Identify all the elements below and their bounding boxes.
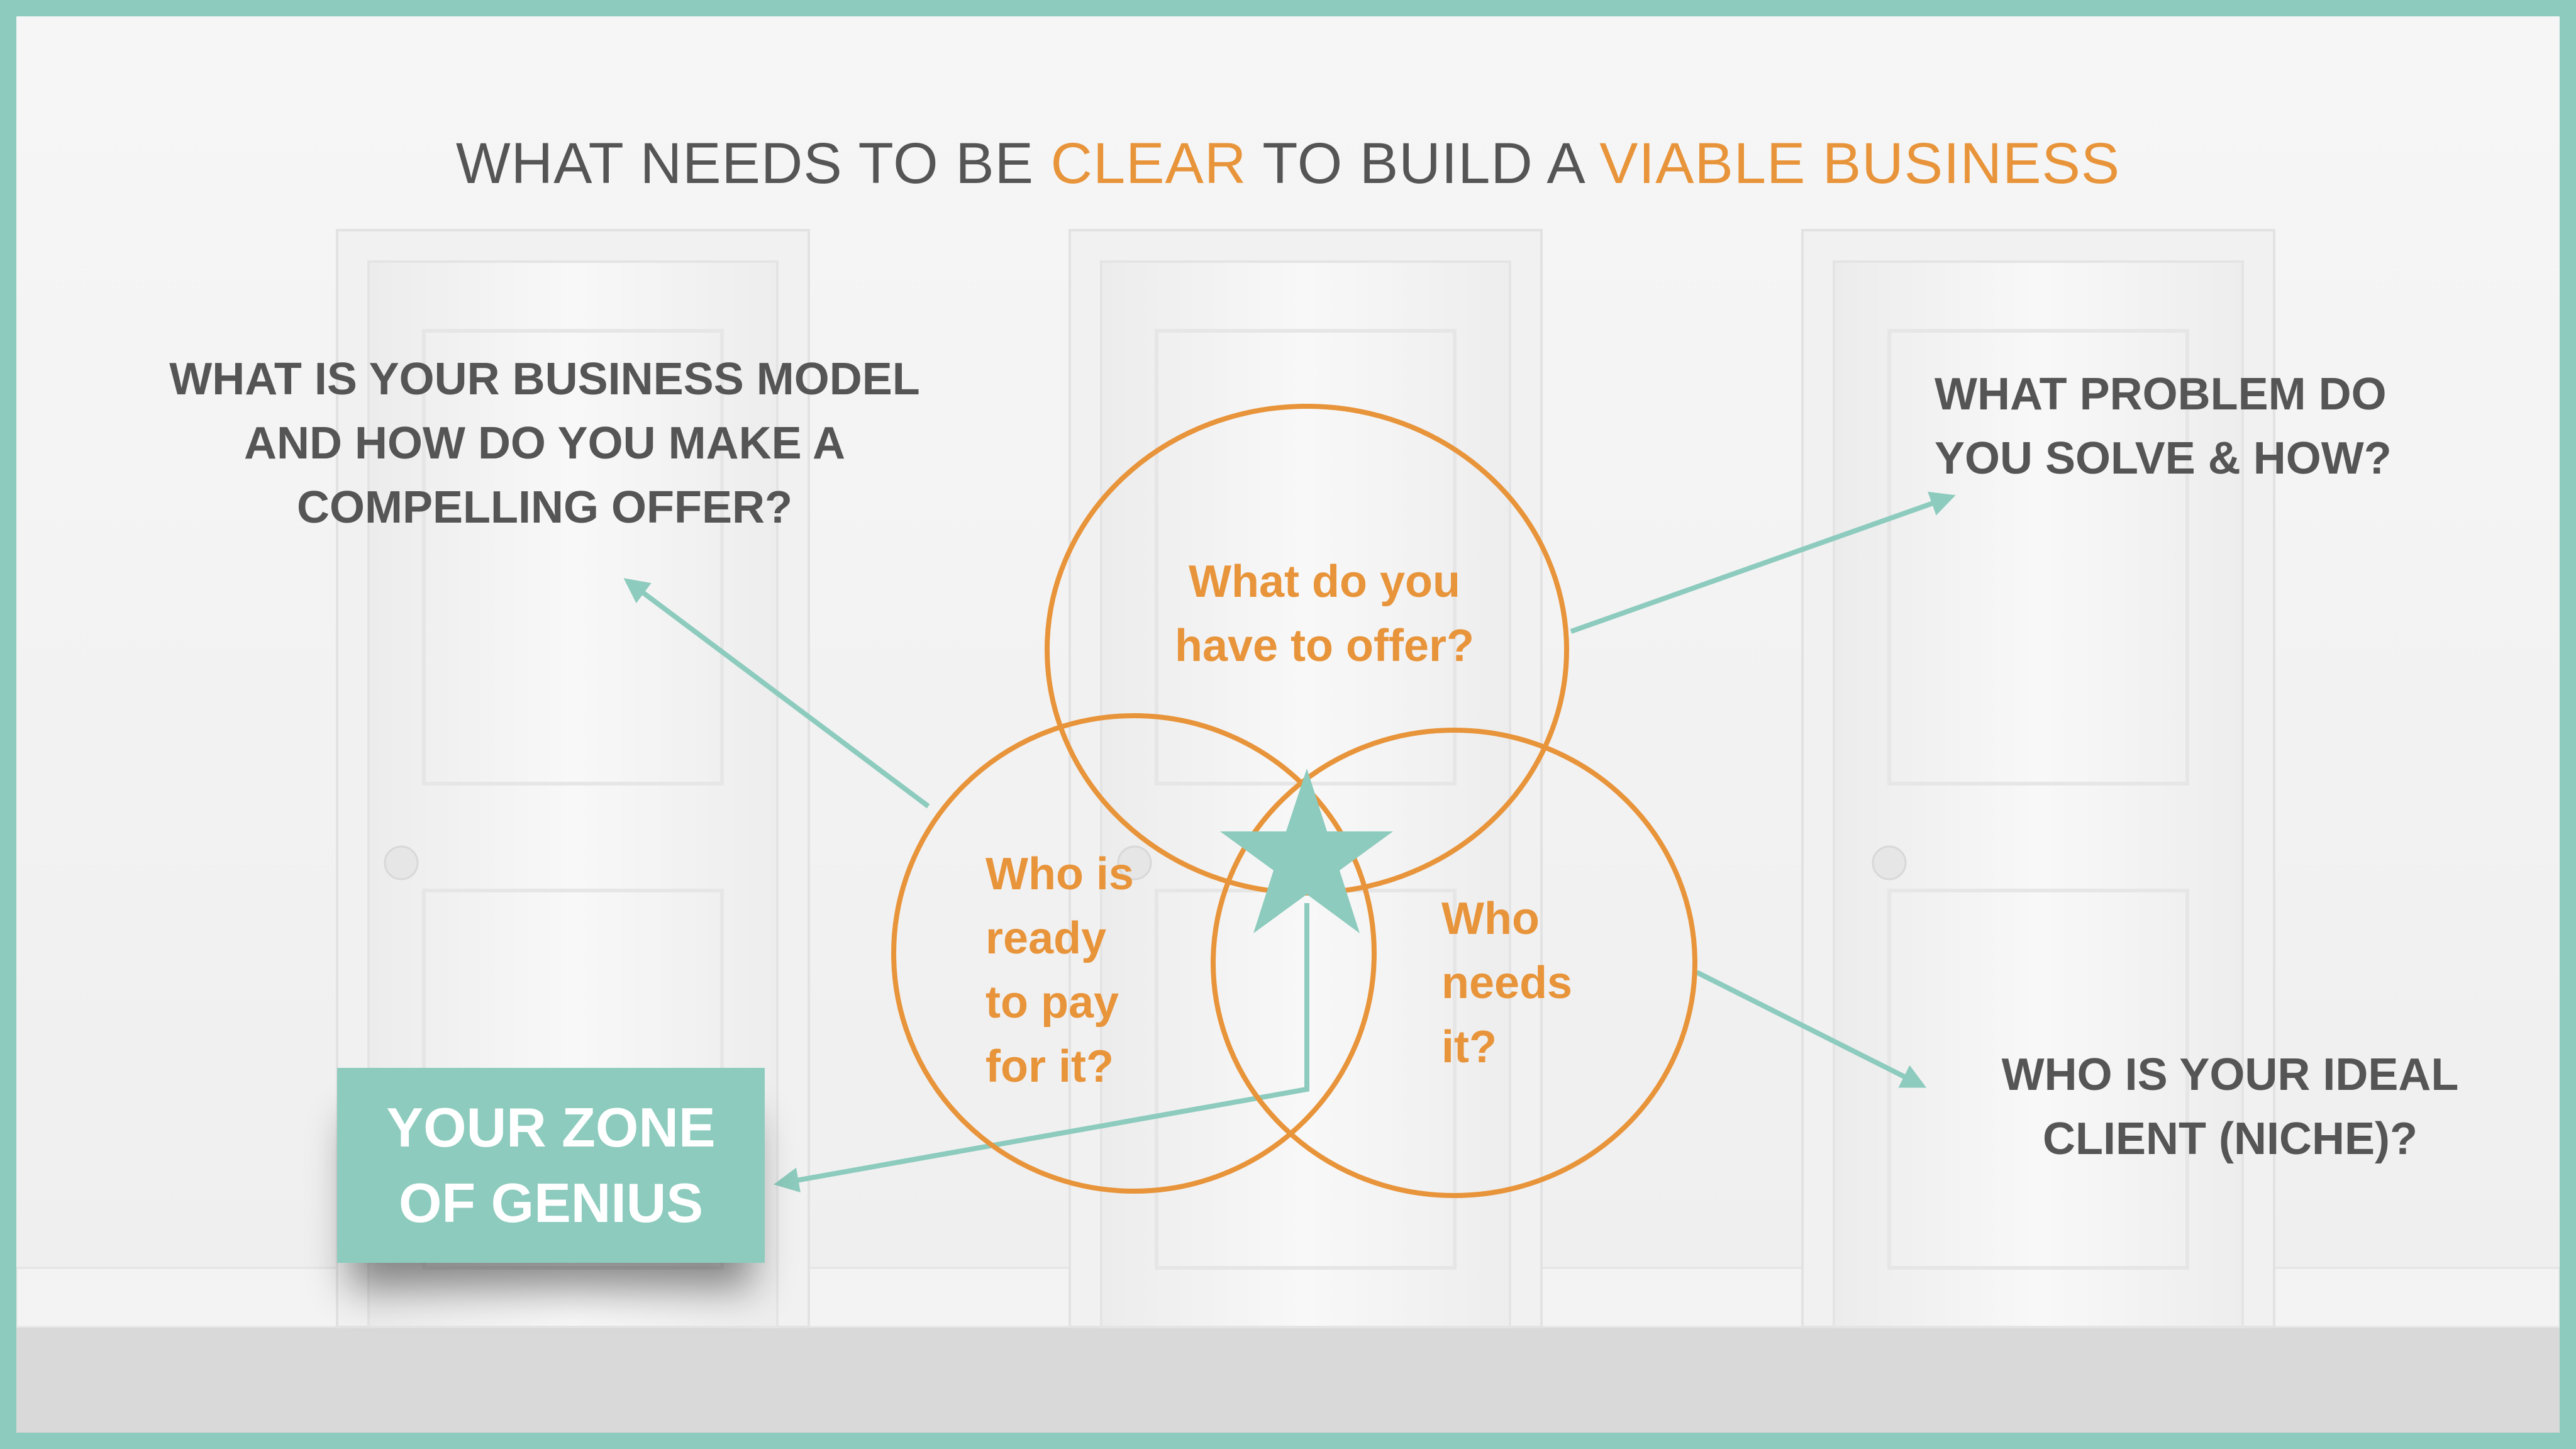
circle-label-line: What do you — [1189, 557, 1460, 607]
question-ideal-client: WHO IS YOUR IDEAL CLIENT (NICHE)? — [1953, 1043, 2507, 1171]
title-part-2: TO BUILD A — [1246, 131, 1600, 196]
arrow-zone-of-genius — [774, 903, 1309, 1193]
zone-line: OF GENIUS — [398, 1172, 704, 1234]
question-line: CLIENT (NICHE)? — [2043, 1114, 2418, 1164]
circle-label-offer: What do you have to offer? — [1098, 550, 1551, 678]
title-accent-viable-business: VIABLE BUSINESS — [1599, 131, 2121, 196]
circle-label-line: to pay — [985, 977, 1119, 1028]
circle-needs-it — [1211, 728, 1697, 1198]
arrow-business-model — [623, 578, 930, 809]
title-part-1: WHAT NEEDS TO BE — [455, 131, 1051, 196]
door-right — [1801, 229, 2275, 1328]
circle-label-line: ready — [985, 913, 1107, 963]
circle-label-line: for it? — [985, 1041, 1114, 1092]
circle-label-line: Who — [1441, 894, 1540, 944]
question-line: COMPELLING OFFER? — [297, 482, 792, 533]
venn-diagram — [623, 404, 1956, 1198]
slide: WHAT NEEDS TO BE CLEAR TO BUILD A VIABLE… — [16, 16, 2560, 1433]
circle-label-line: it? — [1441, 1022, 1497, 1072]
circle-label-line: needs — [1441, 958, 1573, 1008]
question-problem: WHAT PROBLEM DO YOU SOLVE & HOW? — [1935, 362, 2475, 491]
floor — [16, 1327, 2560, 1433]
question-business-model: WHAT IS YOUR BUSINESS MODEL AND HOW DO Y… — [161, 347, 928, 540]
title-accent-clear: CLEAR — [1050, 131, 1247, 196]
slide-title: WHAT NEEDS TO BE CLEAR TO BUILD A VIABLE… — [16, 131, 2560, 197]
zone-of-genius-box: YOUR ZONE OF GENIUS — [337, 1068, 765, 1263]
arrow-ideal-client — [1696, 970, 1927, 1088]
question-line: WHO IS YOUR IDEAL — [2001, 1050, 2459, 1100]
circle-label-line: have to offer? — [1174, 621, 1475, 671]
circle-label-needs-it: Who needs it? — [1441, 887, 1572, 1079]
zone-line: YOUR ZONE — [386, 1096, 716, 1158]
star-icon — [1220, 769, 1393, 933]
circle-label-ready-to-pay: Who is ready to pay for it? — [985, 842, 1134, 1099]
arrow-problem — [1570, 491, 1956, 634]
question-line: YOU SOLVE & HOW? — [1935, 433, 2392, 484]
question-line: AND HOW DO YOU MAKE A — [243, 418, 845, 469]
question-line: WHAT PROBLEM DO — [1935, 369, 2387, 419]
question-line: WHAT IS YOUR BUSINESS MODEL — [169, 354, 920, 404]
circle-ready-to-pay — [891, 713, 1377, 1194]
circle-label-line: Who is — [985, 849, 1134, 899]
